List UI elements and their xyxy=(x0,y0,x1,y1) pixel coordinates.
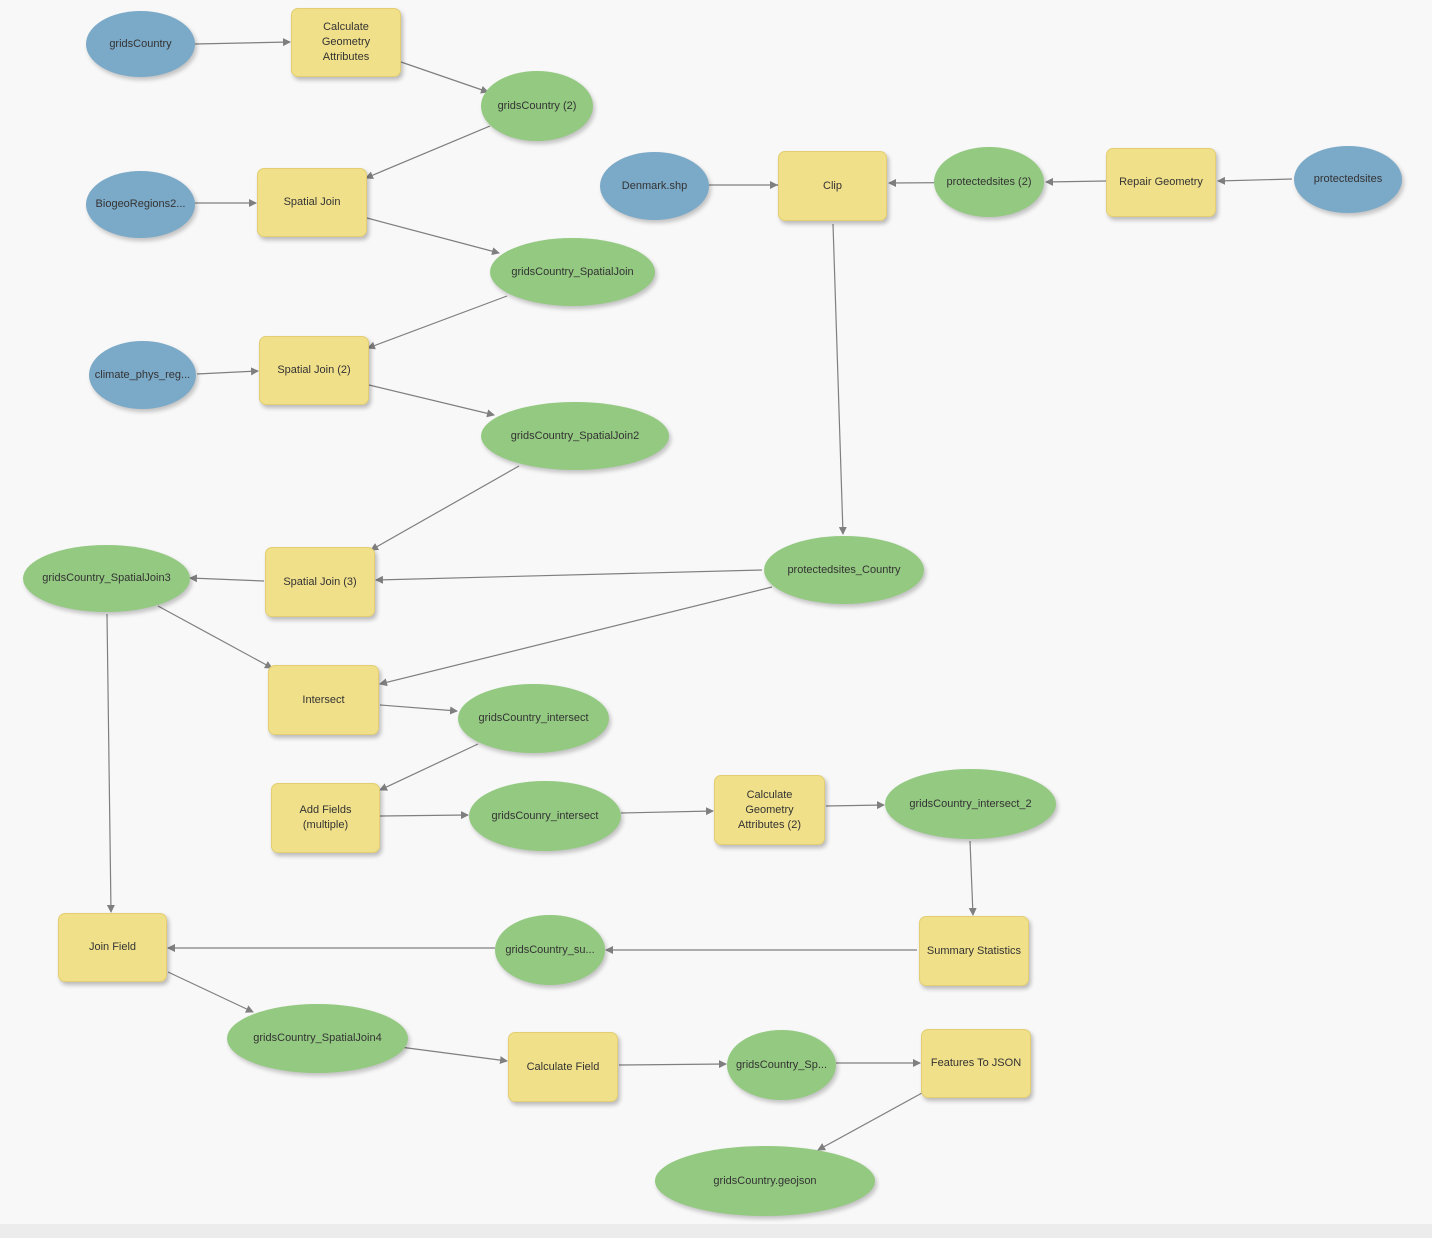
bottom-scroll-bar[interactable] xyxy=(0,1224,1432,1238)
connector-arrow-5[interactable] xyxy=(366,217,500,256)
node-denmark-shp-input[interactable]: Denmark.shp xyxy=(600,152,709,220)
node-gridscounry-intersect[interactable]: gridsCounry_intersect xyxy=(469,781,621,851)
node-repair-geometry[interactable]: Repair Geometry xyxy=(1106,148,1216,217)
connector-arrow-25[interactable] xyxy=(968,840,977,916)
connector-arrow-20[interactable] xyxy=(379,704,458,715)
node-calculate-geometry-attributes-2[interactable]: Calculate Geometry Attributes (2) xyxy=(714,775,825,845)
node-spatial-join-3[interactable]: Spatial Join (3) xyxy=(265,547,375,617)
connector-arrow-2[interactable] xyxy=(400,61,489,94)
connector-arrow-10[interactable] xyxy=(189,574,265,583)
node-gridscountry-sp[interactable]: gridsCountry_Sp... xyxy=(727,1030,836,1100)
connector-arrow-12[interactable] xyxy=(832,223,847,535)
node-gridscountry-geojson[interactable]: gridsCountry.geojson xyxy=(655,1146,875,1216)
connector-arrow-6[interactable] xyxy=(367,295,508,350)
connector-arrow-1[interactable] xyxy=(194,38,291,47)
connector-arrow-16[interactable] xyxy=(1217,176,1293,185)
node-gridscountry-intersect-2[interactable]: gridsCountry_intersect_2 xyxy=(885,769,1056,839)
node-protectedsites-country[interactable]: protectedsites_Country xyxy=(764,536,924,604)
connector-arrow-9[interactable] xyxy=(370,465,520,551)
connector-arrow-23[interactable] xyxy=(620,807,714,816)
node-calculate-geometry-attributes[interactable]: Calculate Geometry Attributes xyxy=(291,8,401,77)
connector-arrow-7[interactable] xyxy=(196,367,259,376)
node-gridscountry-input[interactable]: gridsCountry xyxy=(86,11,195,77)
node-climate-phys-reg-input[interactable]: climate_phys_reg... xyxy=(89,341,196,409)
node-gridscountry-intersect[interactable]: gridsCountry_intersect xyxy=(458,684,609,753)
connector-arrow-24[interactable] xyxy=(825,801,885,810)
node-add-fields-multiple[interactable]: Add Fields (multiple) xyxy=(271,783,380,853)
node-clip[interactable]: Clip xyxy=(778,151,887,221)
node-protectedsites-input[interactable]: protectedsites xyxy=(1294,146,1402,213)
node-spatial-join-2[interactable]: Spatial Join (2) xyxy=(259,336,369,405)
connector-arrow-11[interactable] xyxy=(375,569,763,584)
node-calculate-field[interactable]: Calculate Field xyxy=(508,1032,618,1102)
connector-arrow-29[interactable] xyxy=(167,971,254,1013)
node-gridscountry-spatialjoin3[interactable]: gridsCountry_SpatialJoin3 xyxy=(23,545,190,612)
node-join-field[interactable]: Join Field xyxy=(58,913,167,982)
node-protectedsites-2[interactable]: protectedsites (2) xyxy=(934,147,1044,217)
node-summary-statistics[interactable]: Summary Statistics xyxy=(919,916,1029,986)
node-features-to-json[interactable]: Features To JSON xyxy=(921,1029,1031,1098)
connector-arrow-21[interactable] xyxy=(379,743,479,791)
node-gridscountry-spatialjoin4[interactable]: gridsCountry_SpatialJoin4 xyxy=(227,1004,408,1073)
node-gridscountry-spatialjoin2[interactable]: gridsCountry_SpatialJoin2 xyxy=(481,402,669,470)
node-gridscountry-2[interactable]: gridsCountry (2) xyxy=(481,71,593,141)
connector-arrow-15[interactable] xyxy=(1045,177,1107,186)
node-biogeoregions-input[interactable]: BiogeoRegions2... xyxy=(86,171,195,238)
connector-arrow-22[interactable] xyxy=(379,811,469,820)
connector-arrow-19[interactable] xyxy=(379,586,773,687)
connector-arrow-33[interactable] xyxy=(817,1092,923,1151)
connector-arrow-28[interactable] xyxy=(106,613,115,913)
node-gridscountry-su[interactable]: gridsCountry_su... xyxy=(495,915,605,985)
connector-arrow-30[interactable] xyxy=(399,1046,508,1065)
node-gridscountry-spatialjoin[interactable]: gridsCountry_SpatialJoin xyxy=(490,238,655,306)
connector-arrow-18[interactable] xyxy=(157,605,273,669)
connector-arrow-3[interactable] xyxy=(365,125,491,179)
connector-arrow-8[interactable] xyxy=(368,384,495,418)
connector-arrow-31[interactable] xyxy=(618,1060,727,1069)
node-intersect[interactable]: Intersect xyxy=(268,665,379,735)
node-spatial-join[interactable]: Spatial Join xyxy=(257,168,367,237)
